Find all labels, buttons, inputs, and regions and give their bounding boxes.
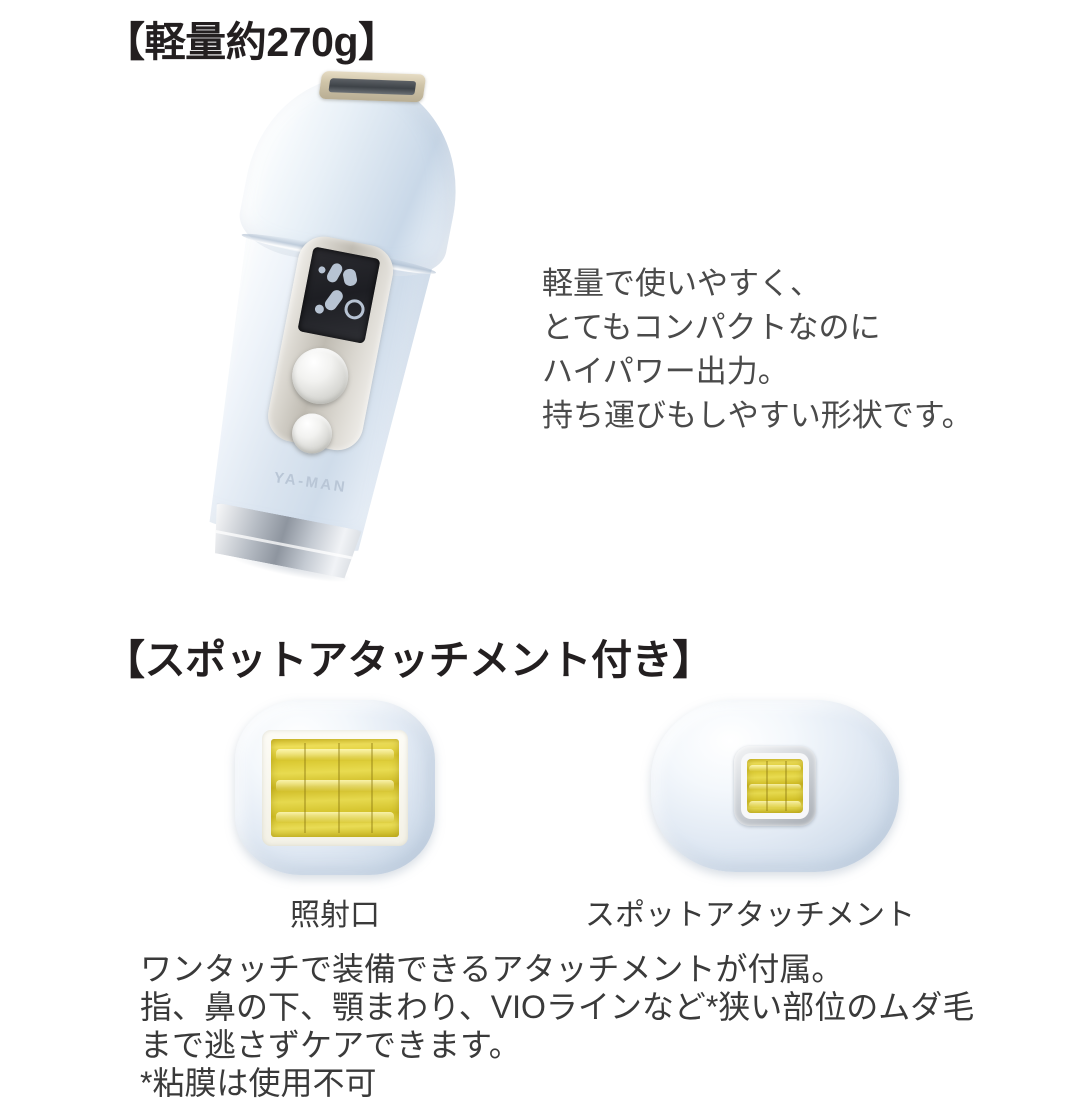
lamp-bar — [749, 765, 801, 772]
spot-attachment-body-text: ワンタッチで装備できるアタッチメントが付属。 指、鼻の下、顎まわり、VIOライン… — [140, 950, 974, 1102]
emitter-white-frame — [262, 730, 408, 846]
spot-attachment-section-heading: 【スポットアタッチメント付き】 — [104, 637, 713, 683]
lcd-mode-icon — [342, 267, 359, 287]
description-line-4: 持ち運びもしやすい形状です。 — [542, 398, 973, 433]
lamp-divider — [337, 742, 340, 834]
lamp-bar — [749, 801, 801, 808]
lcd-indicator-dot-icon — [314, 303, 325, 315]
body-line-2: 指、鼻の下、顎まわり、VIOラインなど*狭い部位のムダ毛 — [140, 989, 975, 1025]
spot-attachment-figure — [625, 700, 925, 872]
description-line-3: ハイパワー出力。 — [542, 354, 789, 389]
emitter-lamp-window — [271, 739, 399, 837]
spot-attachment-caption: スポットアタッチメント — [585, 899, 915, 932]
emitter-head-shape — [235, 700, 435, 875]
emitter-figure — [185, 700, 485, 875]
lamp-bar — [276, 748, 394, 761]
body-line-1: ワンタッチで装備できるアタッチメントが付属。 — [140, 951, 844, 987]
emitter-caption: 照射口 — [290, 899, 380, 932]
device-rotor: YA-MAN — [134, 28, 581, 625]
lamp-divider — [370, 742, 373, 834]
body-line-4-footnote: *粘膜は使用不可 — [140, 1065, 377, 1101]
description-line-2: とてもコンパクトなのに — [542, 310, 881, 345]
spot-bezel-ring — [734, 746, 816, 826]
weight-description: 軽量で使いやすく、 とてもコンパクトなのに ハイパワー出力。 持ち運びもしやすい… — [542, 262, 973, 438]
description-line-1: 軽量で使いやすく、 — [542, 266, 821, 301]
weight-section-heading: 【軽量約270g】 — [104, 19, 399, 65]
body-line-3: まで逃さずケアできます。 — [140, 1027, 521, 1063]
lamp-divider — [304, 742, 307, 834]
lcd-flash-icon — [322, 287, 346, 313]
device-flash-window — [318, 70, 427, 103]
lcd-ring-icon — [342, 297, 367, 322]
spot-lamp-window — [747, 759, 803, 813]
lcd-level-bar-icon — [324, 261, 345, 285]
lcd-dot-icon — [317, 265, 327, 275]
lamp-bar — [749, 783, 801, 791]
lamp-bar — [276, 811, 394, 824]
lamp-divider — [785, 761, 788, 811]
lamp-divider — [766, 761, 769, 811]
spot-attachment-shape — [651, 700, 899, 872]
device-product-photo: YA-MAN — [170, 55, 520, 595]
lamp-bar — [276, 780, 394, 792]
spot-bezel-inner — [741, 753, 809, 819]
